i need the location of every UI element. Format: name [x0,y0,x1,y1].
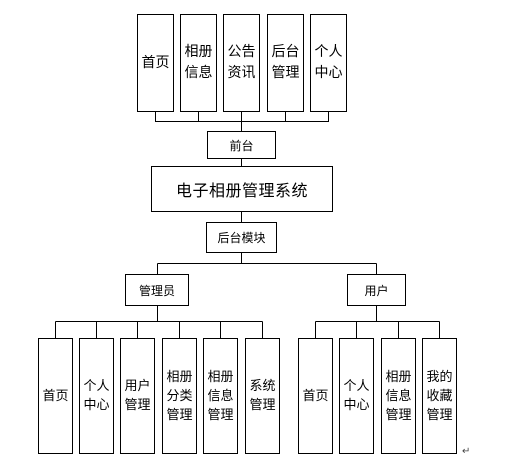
top-module-personal-center: 个人中心 [310,14,347,112]
admin-node: 管理员 [125,274,189,306]
user-node: 用户 [347,274,406,306]
user-module-personal-center: 个人中心 [339,338,374,454]
backend-node: 后台模块 [206,222,277,253]
user-module-album-info-management: 相册信息管理 [381,338,416,454]
admin-module-album-category-management: 相册分类管理 [162,338,197,454]
top-module-album-info: 相册信息 [180,14,217,112]
system-title-node: 电子相册管理系统 [151,166,333,212]
paragraph-return-icon: ↵ [462,446,471,457]
top-module-announcements: 公告资讯 [223,14,260,112]
admin-module-system-management: 系统管理 [245,338,280,454]
top-module-backend-management: 后台管理 [267,14,304,112]
admin-module-user-management: 用户管理 [120,338,155,454]
top-module-home: 首页 [137,14,174,112]
frontend-node: 前台 [207,131,276,159]
admin-module-home: 首页 [38,338,73,454]
user-module-home: 首页 [298,338,333,454]
admin-module-personal-center: 个人中心 [79,338,114,454]
user-module-favorites-management: 我的收藏管理 [422,338,457,454]
admin-module-album-info-management: 相册信息管理 [203,338,238,454]
